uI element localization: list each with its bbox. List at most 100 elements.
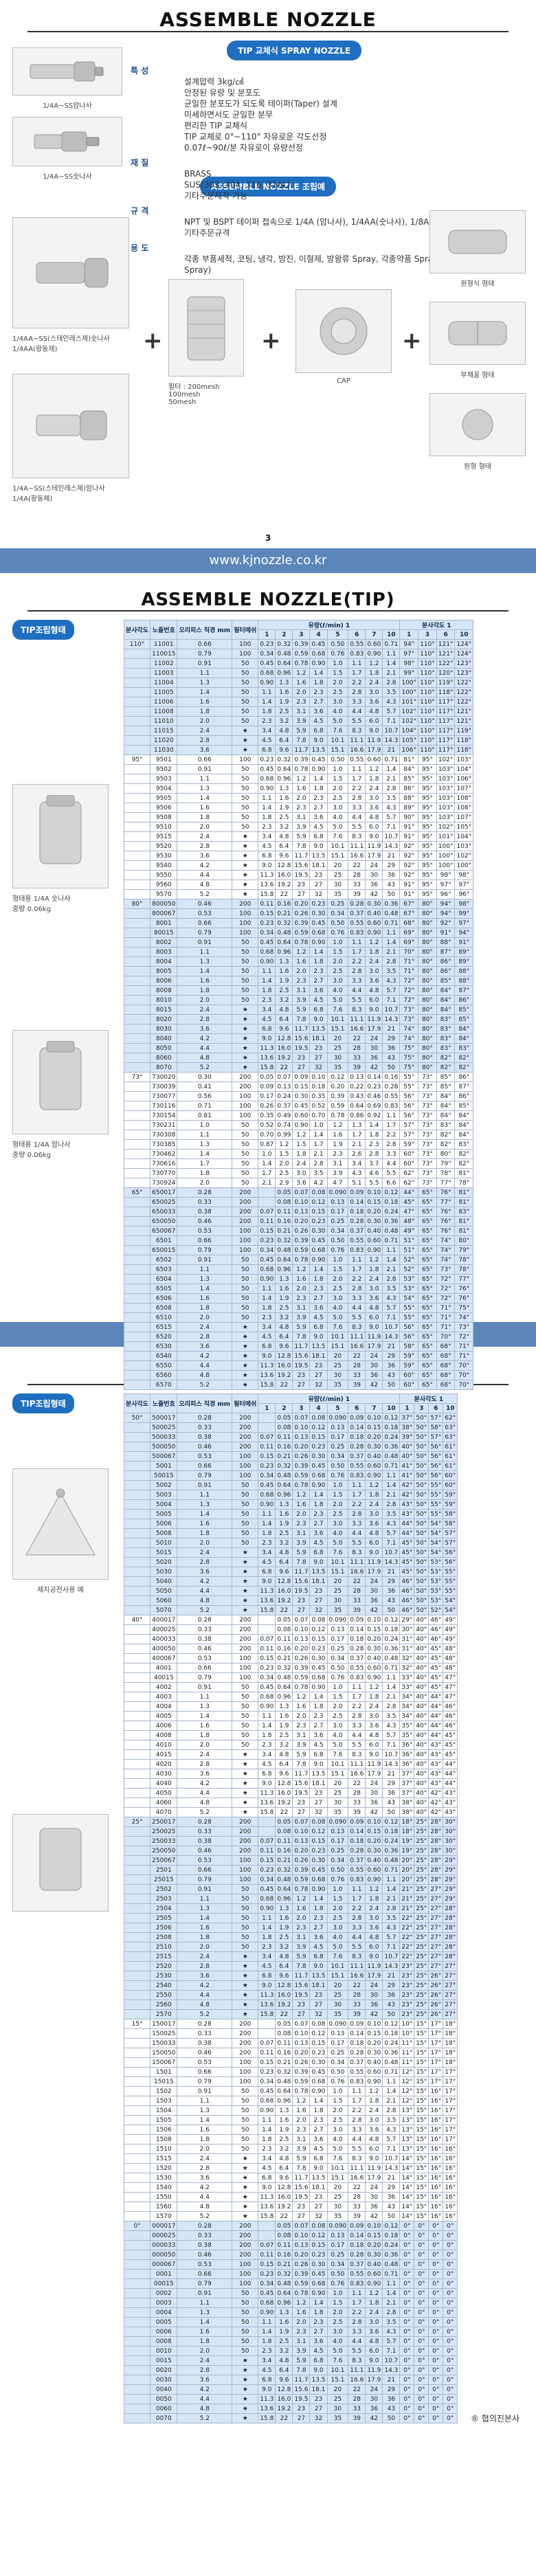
table-cell: 22 <box>348 1980 366 1991</box>
tip-table-2-header-s10: 10 <box>443 1403 458 1413</box>
table-cell: 200 <box>232 1615 259 1625</box>
table-cell: 0.28 <box>348 1216 366 1227</box>
angle-cell <box>123 870 151 880</box>
table-cell: 0.17 <box>326 1836 349 1846</box>
angle-cell <box>123 2086 151 2096</box>
table-cell: 46° <box>443 1701 458 1712</box>
table-cell: 6.0 <box>365 716 383 726</box>
table-cell: 0.16 <box>275 1846 293 1856</box>
angle-cell <box>123 2163 151 2173</box>
table-cell: 5.2 <box>177 889 233 899</box>
table-cell: 110° <box>418 668 437 678</box>
table-cell: 25° <box>414 1923 429 1933</box>
table-cell: 59° <box>399 1351 419 1361</box>
table-cell: 4.8 <box>365 1528 383 1538</box>
table-cell: 0.33 <box>177 1826 233 1837</box>
nozzle-number-cell: 4020 <box>150 1759 178 1769</box>
tip-diagram-3 <box>12 1814 109 1912</box>
table-cell: 50° <box>414 1470 429 1481</box>
table-cell: 1.7 <box>348 947 366 957</box>
table-cell: 0.16 <box>275 1216 293 1227</box>
nozzle-number-cell: 500017 <box>150 1413 178 1423</box>
table-cell: 0.40 <box>365 2259 383 2270</box>
angle-cell <box>123 658 151 669</box>
nozzle-number-cell: 1530 <box>150 2173 178 2183</box>
table-cell: 25° <box>414 1990 429 2000</box>
table-cell: 0° <box>443 2221 458 2231</box>
table-cell: 200 <box>232 1826 259 1837</box>
table-cell: 1.2 <box>292 1264 311 1275</box>
table-cell: 1.5 <box>326 1264 349 1275</box>
table-cell: 0.28 <box>177 1413 233 1423</box>
angle-cell <box>123 1846 151 1856</box>
table-cell: 72° <box>436 1274 456 1284</box>
table-cell: 12° <box>399 2067 415 2077</box>
nozzle-number-cell: 6550 <box>150 1360 178 1371</box>
table-cell: 16.0 <box>275 1043 293 1053</box>
table-cell: 1.1 <box>258 687 276 697</box>
table-cell: 1.4 <box>177 793 233 803</box>
table-cell: 70° <box>454 1370 474 1380</box>
table-cell: 3.6 <box>365 2327 383 2337</box>
table-cell: 0° <box>428 2221 444 2231</box>
table-cell: 4.3 <box>382 2327 401 2337</box>
table-cell: 3.0 <box>365 966 383 976</box>
table-cell: 9.6 <box>275 745 293 755</box>
table-cell: 1.6 <box>275 2115 293 2125</box>
table-cell: 30 <box>326 880 349 890</box>
nozzle-number-cell: 9503 <box>150 774 178 784</box>
table-cell: 0.05 <box>275 2019 293 2029</box>
table-cell: 117° <box>436 745 456 755</box>
table-cell: 1.9 <box>275 803 293 813</box>
table-cell: 28 <box>348 870 366 880</box>
table-cell: 27 <box>292 1605 311 1615</box>
table-cell: 5.2 <box>177 2211 233 2221</box>
table-cell: 43 <box>382 880 401 890</box>
table-cell: 95° <box>418 754 437 765</box>
nozzle-number-cell: 5002 <box>150 1480 178 1490</box>
angle-cell <box>123 1980 151 1991</box>
table-cell: 0° <box>399 2404 415 2414</box>
table-cell: 0.90 <box>258 1701 276 1712</box>
angle-cell <box>123 1865 151 1875</box>
table-cell: 3.4 <box>258 831 276 842</box>
table-cell: 0.68 <box>309 1470 328 1481</box>
table-cell <box>258 2019 276 2029</box>
nozzle-number-cell: 80015 <box>150 928 178 938</box>
table-cell: 0.76 <box>326 1672 349 1683</box>
tip-table-2-header-flow: 유량(ℓ/min) 1 <box>258 1393 401 1404</box>
table-cell: 0.66 <box>177 1461 233 1471</box>
tip-table-2-header-p6: 6 <box>348 1403 366 1413</box>
table-cell: 0.10 <box>292 2230 311 2241</box>
nozzle-number-cell: 5004 <box>150 1499 178 1510</box>
table-cell: 0.08 <box>275 2230 293 2241</box>
table-cell: 36 <box>382 1586 401 1596</box>
table-cell: 82° <box>436 1062 456 1073</box>
table-cell: 16.6 <box>348 1024 366 1034</box>
table-cell: 7.1 <box>382 1740 401 1750</box>
table-cell: 2.1 <box>382 1894 401 1904</box>
table-cell: 0.17 <box>326 1634 349 1644</box>
table-cell: 18° <box>443 2057 458 2068</box>
table-cell: 2.0 <box>326 956 349 967</box>
table-cell: 1.8 <box>177 2134 233 2144</box>
nozzle-number-cell: 5020 <box>150 1557 178 1567</box>
table-cell: 42 <box>365 1062 383 1073</box>
table-cell: 27° <box>443 2000 458 2010</box>
nozzle-number-cell: 730020 <box>150 1072 178 1082</box>
table-cell: 124° <box>454 639 474 649</box>
table-cell: 1.5 <box>326 947 349 957</box>
table-cell: 1.5 <box>326 668 349 678</box>
table-cell: 1.0 <box>326 1884 349 1894</box>
table-cell: 0.17 <box>326 1207 349 1217</box>
table-cell: 2.0 <box>292 687 311 697</box>
nozzle-number-cell: 800067 <box>150 908 178 919</box>
table-cell: 0.96 <box>275 947 293 957</box>
